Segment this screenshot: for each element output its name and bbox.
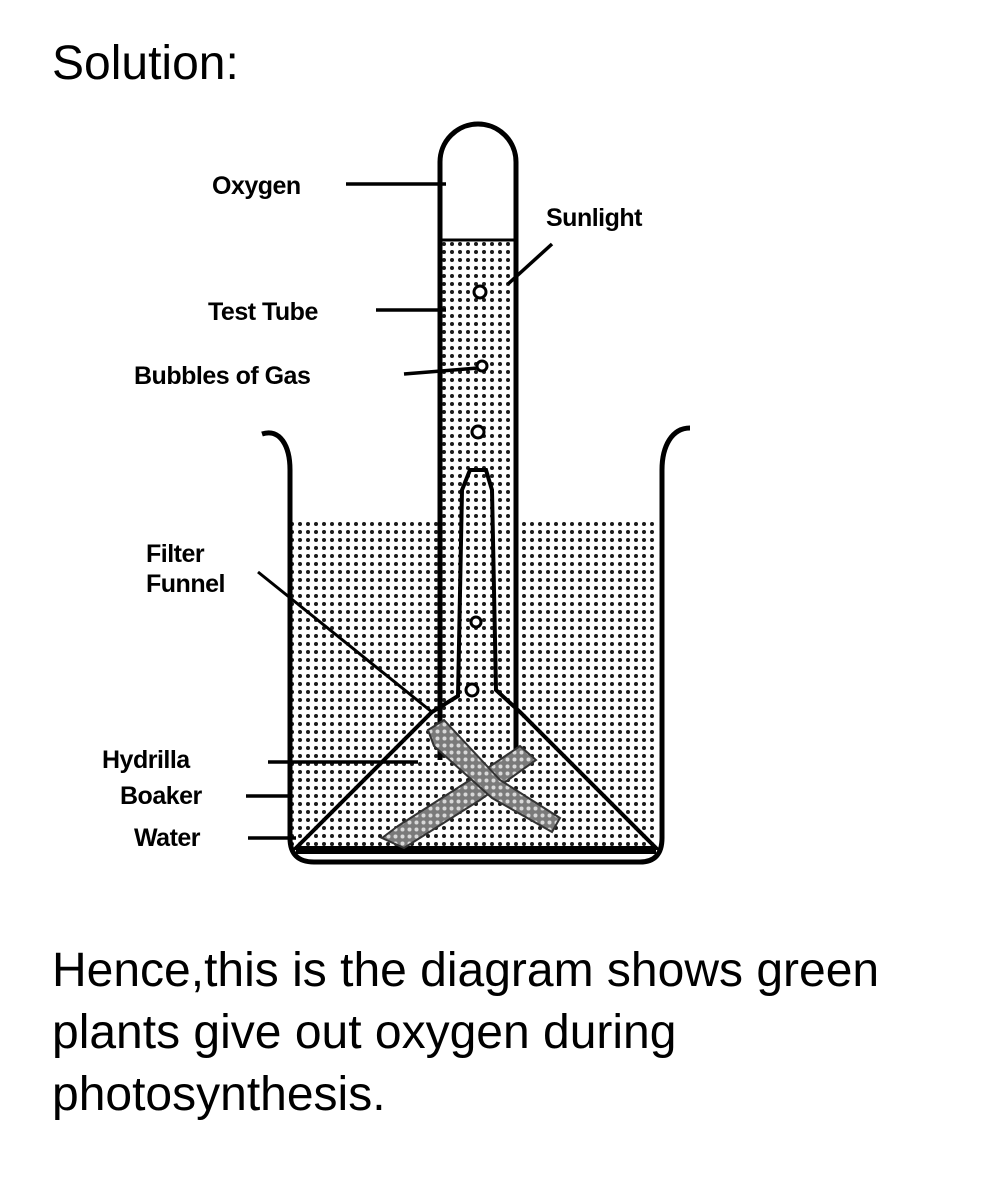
pointer-lines bbox=[246, 182, 554, 840]
label-funnel: Funnel bbox=[146, 570, 225, 598]
label-beaker: Boaker bbox=[120, 782, 203, 810]
beaker-outline bbox=[261, 425, 691, 865]
label-filter: Filter bbox=[146, 540, 205, 568]
filter-funnel bbox=[257, 468, 661, 854]
hydrilla-plant bbox=[380, 718, 562, 850]
photosynthesis-apparatus-diagram: Oxygen Sunlight Test Tube Bubbles of Gas… bbox=[102, 121, 691, 865]
label-water: Water bbox=[134, 824, 201, 852]
conclusion-text: Hence,this is the diagram shows green pl… bbox=[52, 944, 880, 1121]
gas-bubbles bbox=[464, 284, 489, 698]
label-oxygen: Oxygen bbox=[212, 172, 301, 200]
label-hydrilla: Hydrilla bbox=[102, 746, 191, 774]
label-bubbles-of-gas: Bubbles of Gas bbox=[134, 362, 310, 390]
test-tube-outline bbox=[437, 121, 519, 760]
tube-water-column bbox=[440, 240, 516, 522]
label-sunlight: Sunlight bbox=[546, 204, 643, 232]
solution-heading: Solution: bbox=[52, 37, 239, 90]
label-test-tube: Test Tube bbox=[208, 298, 318, 326]
